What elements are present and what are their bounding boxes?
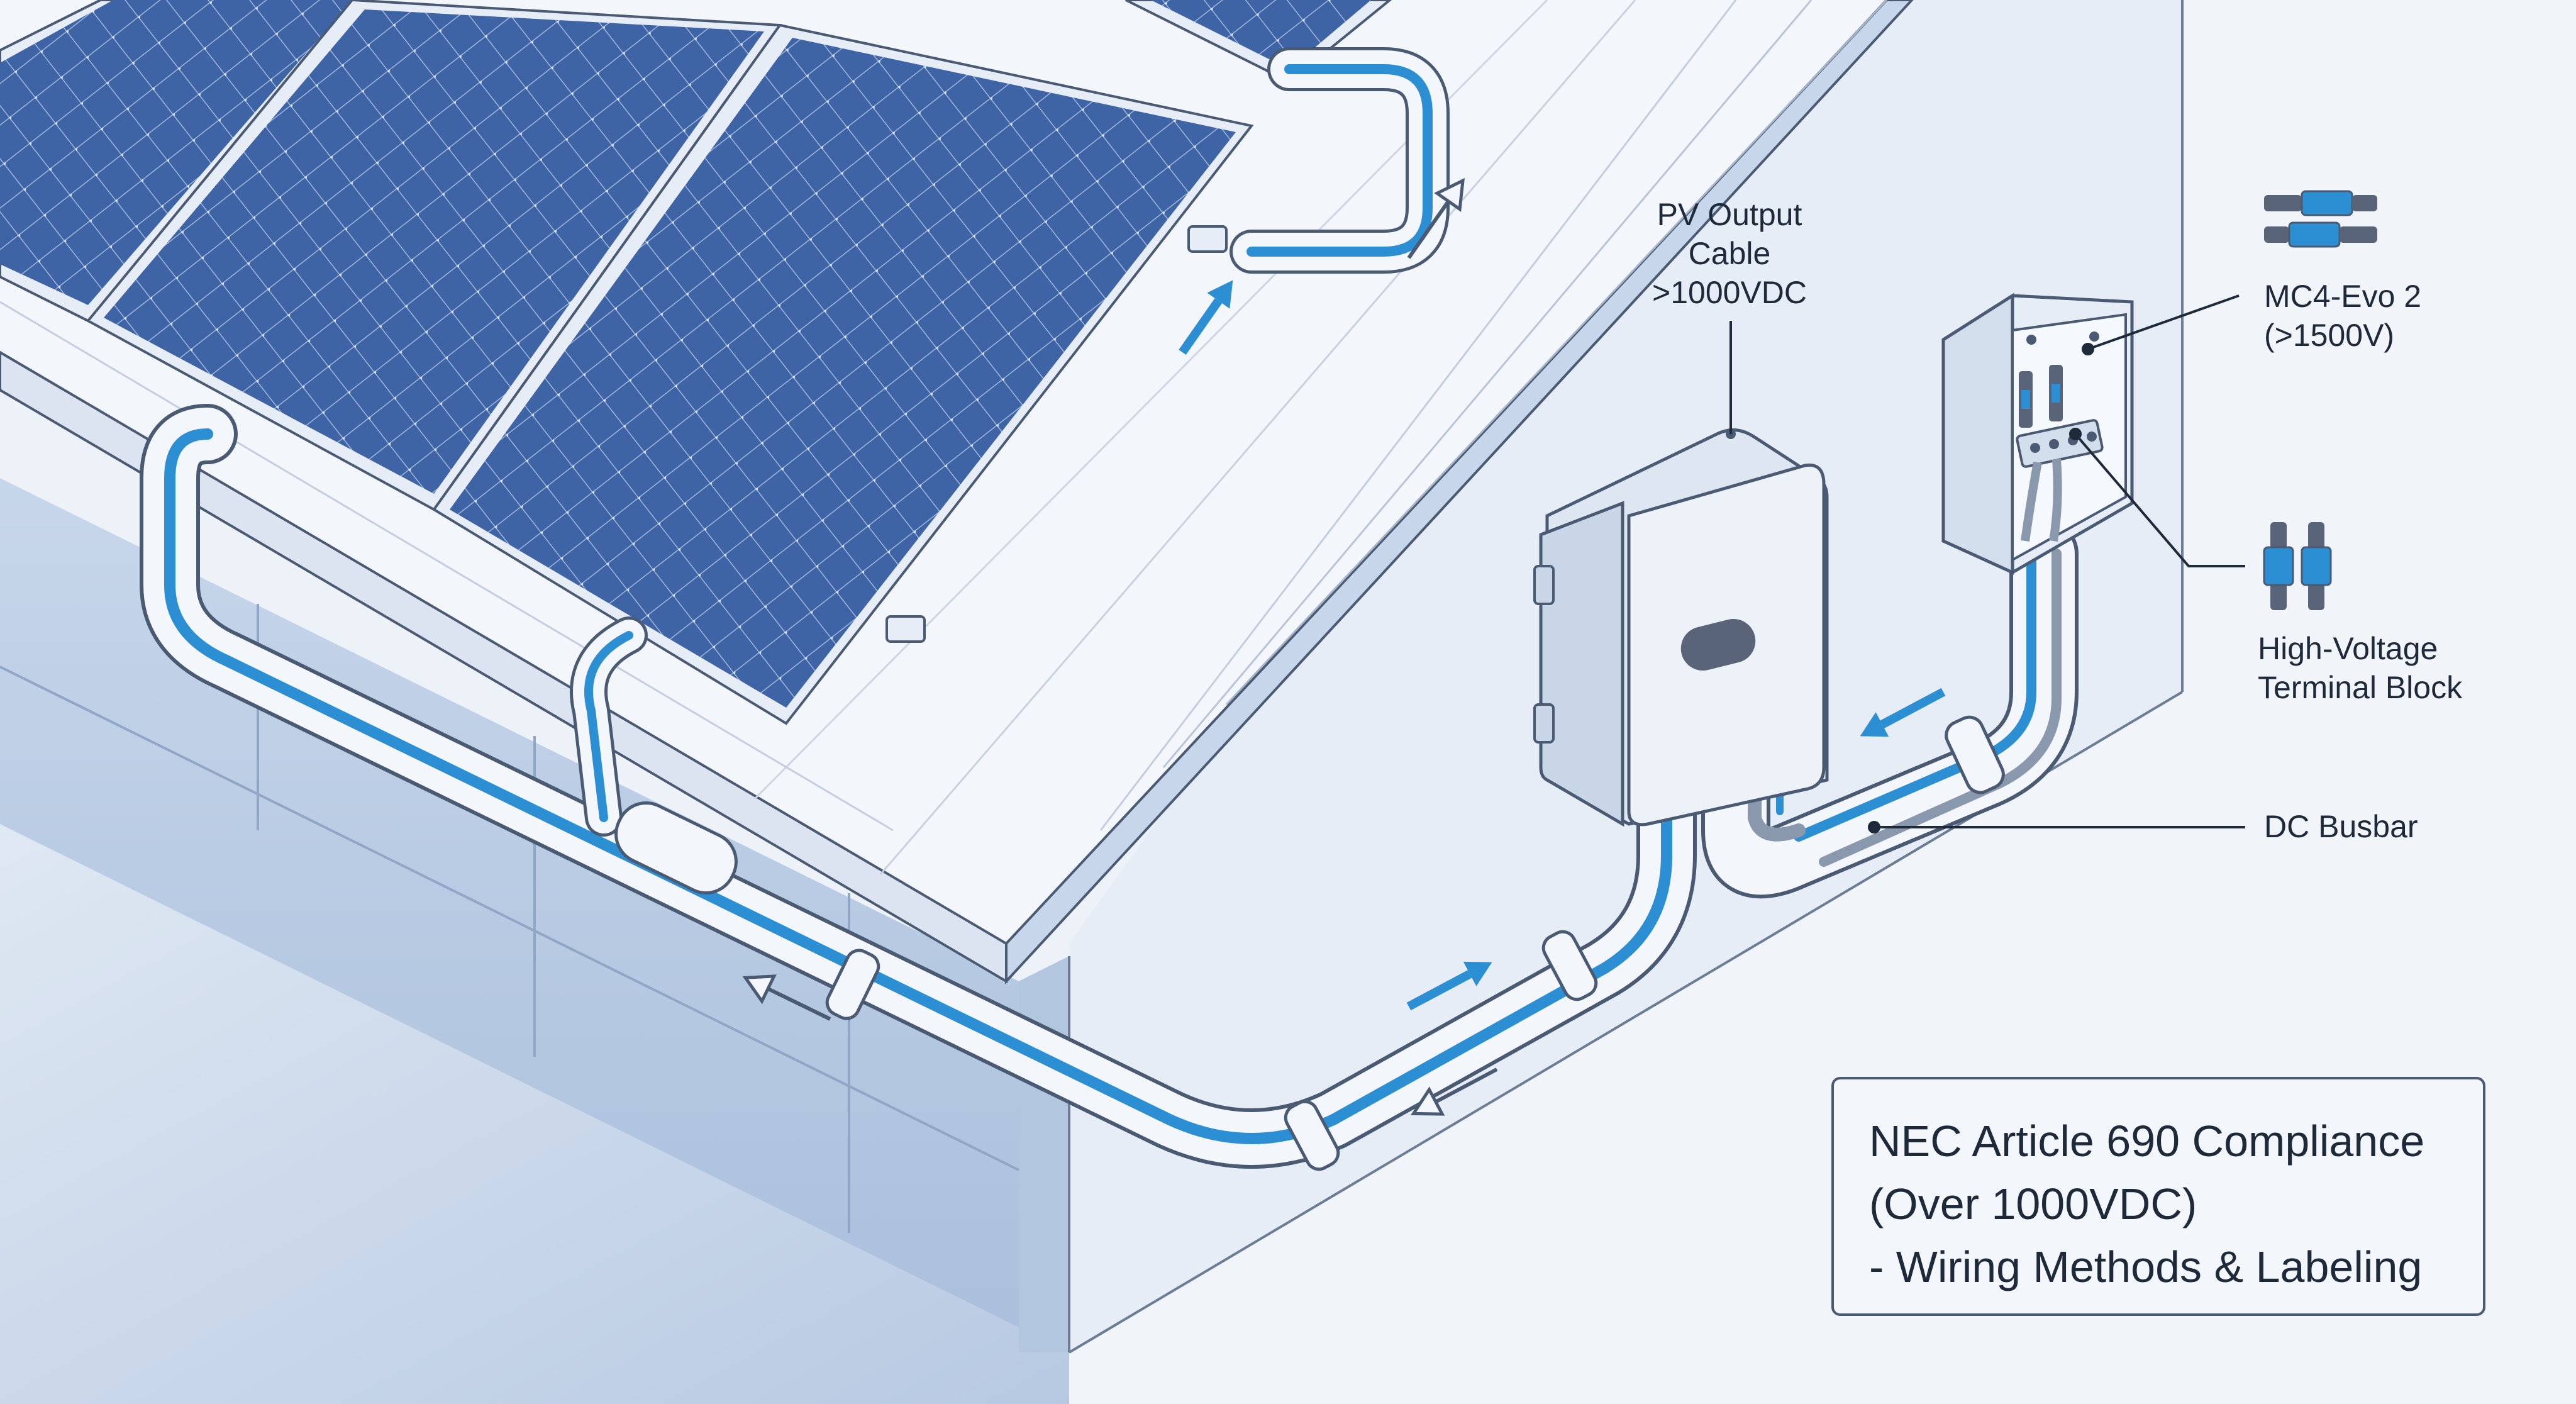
title-line: NEC Article 690 Compliance xyxy=(1869,1117,2425,1166)
mounting-clamp xyxy=(886,615,926,643)
pv-output-cable-line: Cable xyxy=(1688,236,1771,271)
conduit-coupling xyxy=(1284,1100,1340,1171)
flow-arrows xyxy=(742,177,1946,1116)
conduit-run xyxy=(140,47,2079,1169)
conduit-coupling xyxy=(825,949,880,1020)
mc4-connector-icon xyxy=(2019,365,2063,428)
dc-busbar-label: DC Busbar xyxy=(2264,809,2418,844)
ground xyxy=(0,824,1069,1404)
mc4-connector-icon xyxy=(2264,190,2377,248)
callout-leaders xyxy=(1729,294,2245,833)
conduit-coupling xyxy=(1945,715,2005,794)
terminal-block-icon xyxy=(2263,522,2332,610)
title-line: (Over 1000VDC) xyxy=(1869,1179,2197,1228)
solar-panel-icon xyxy=(1125,0,1392,84)
mc4-line: (>1500V) xyxy=(2264,318,2395,353)
terminal-block-line: Terminal Block xyxy=(2258,670,2463,705)
pv-output-cable-line: PV Output xyxy=(1657,197,1802,232)
solar-panel-icon xyxy=(86,0,782,511)
solar-panel-array xyxy=(0,0,1392,725)
flow-arrow-icon xyxy=(1860,688,1946,737)
terminal-block-line: High-Voltage xyxy=(2258,631,2438,666)
flow-arrow-icon xyxy=(1179,280,1233,355)
junction-box-icon xyxy=(1941,292,2134,575)
inverter-display xyxy=(1680,618,1756,671)
terminal-block-label: High-Voltage Terminal Block xyxy=(2258,629,2522,707)
flow-arrow-icon xyxy=(1407,177,1465,259)
pv-output-cable-line: >1000VDC xyxy=(1652,275,1807,310)
mc4-line: MC4-Evo 2 xyxy=(2264,279,2422,314)
title-line: - Wiring Methods & Labeling xyxy=(1869,1242,2423,1291)
solar-panel-icon xyxy=(432,23,1254,725)
flow-arrow-icon xyxy=(1406,961,1492,1011)
mounting-clamp xyxy=(1187,225,1228,253)
flow-arrow-icon xyxy=(1410,1067,1498,1116)
title-box: NEC Article 690 Compliance (Over 1000VDC… xyxy=(1831,1077,2485,1316)
inverter-icon xyxy=(1533,428,1829,827)
mc4-label: MC4-Evo 2 (>1500V) xyxy=(2264,277,2503,355)
pv-output-cable-label: PV Output Cable >1000VDC xyxy=(1610,195,1849,312)
conduit-couplings xyxy=(614,715,2005,1171)
conduit-coupling xyxy=(614,801,738,894)
conduit-coupling xyxy=(1541,930,1598,1001)
flow-arrow-icon xyxy=(742,974,831,1021)
